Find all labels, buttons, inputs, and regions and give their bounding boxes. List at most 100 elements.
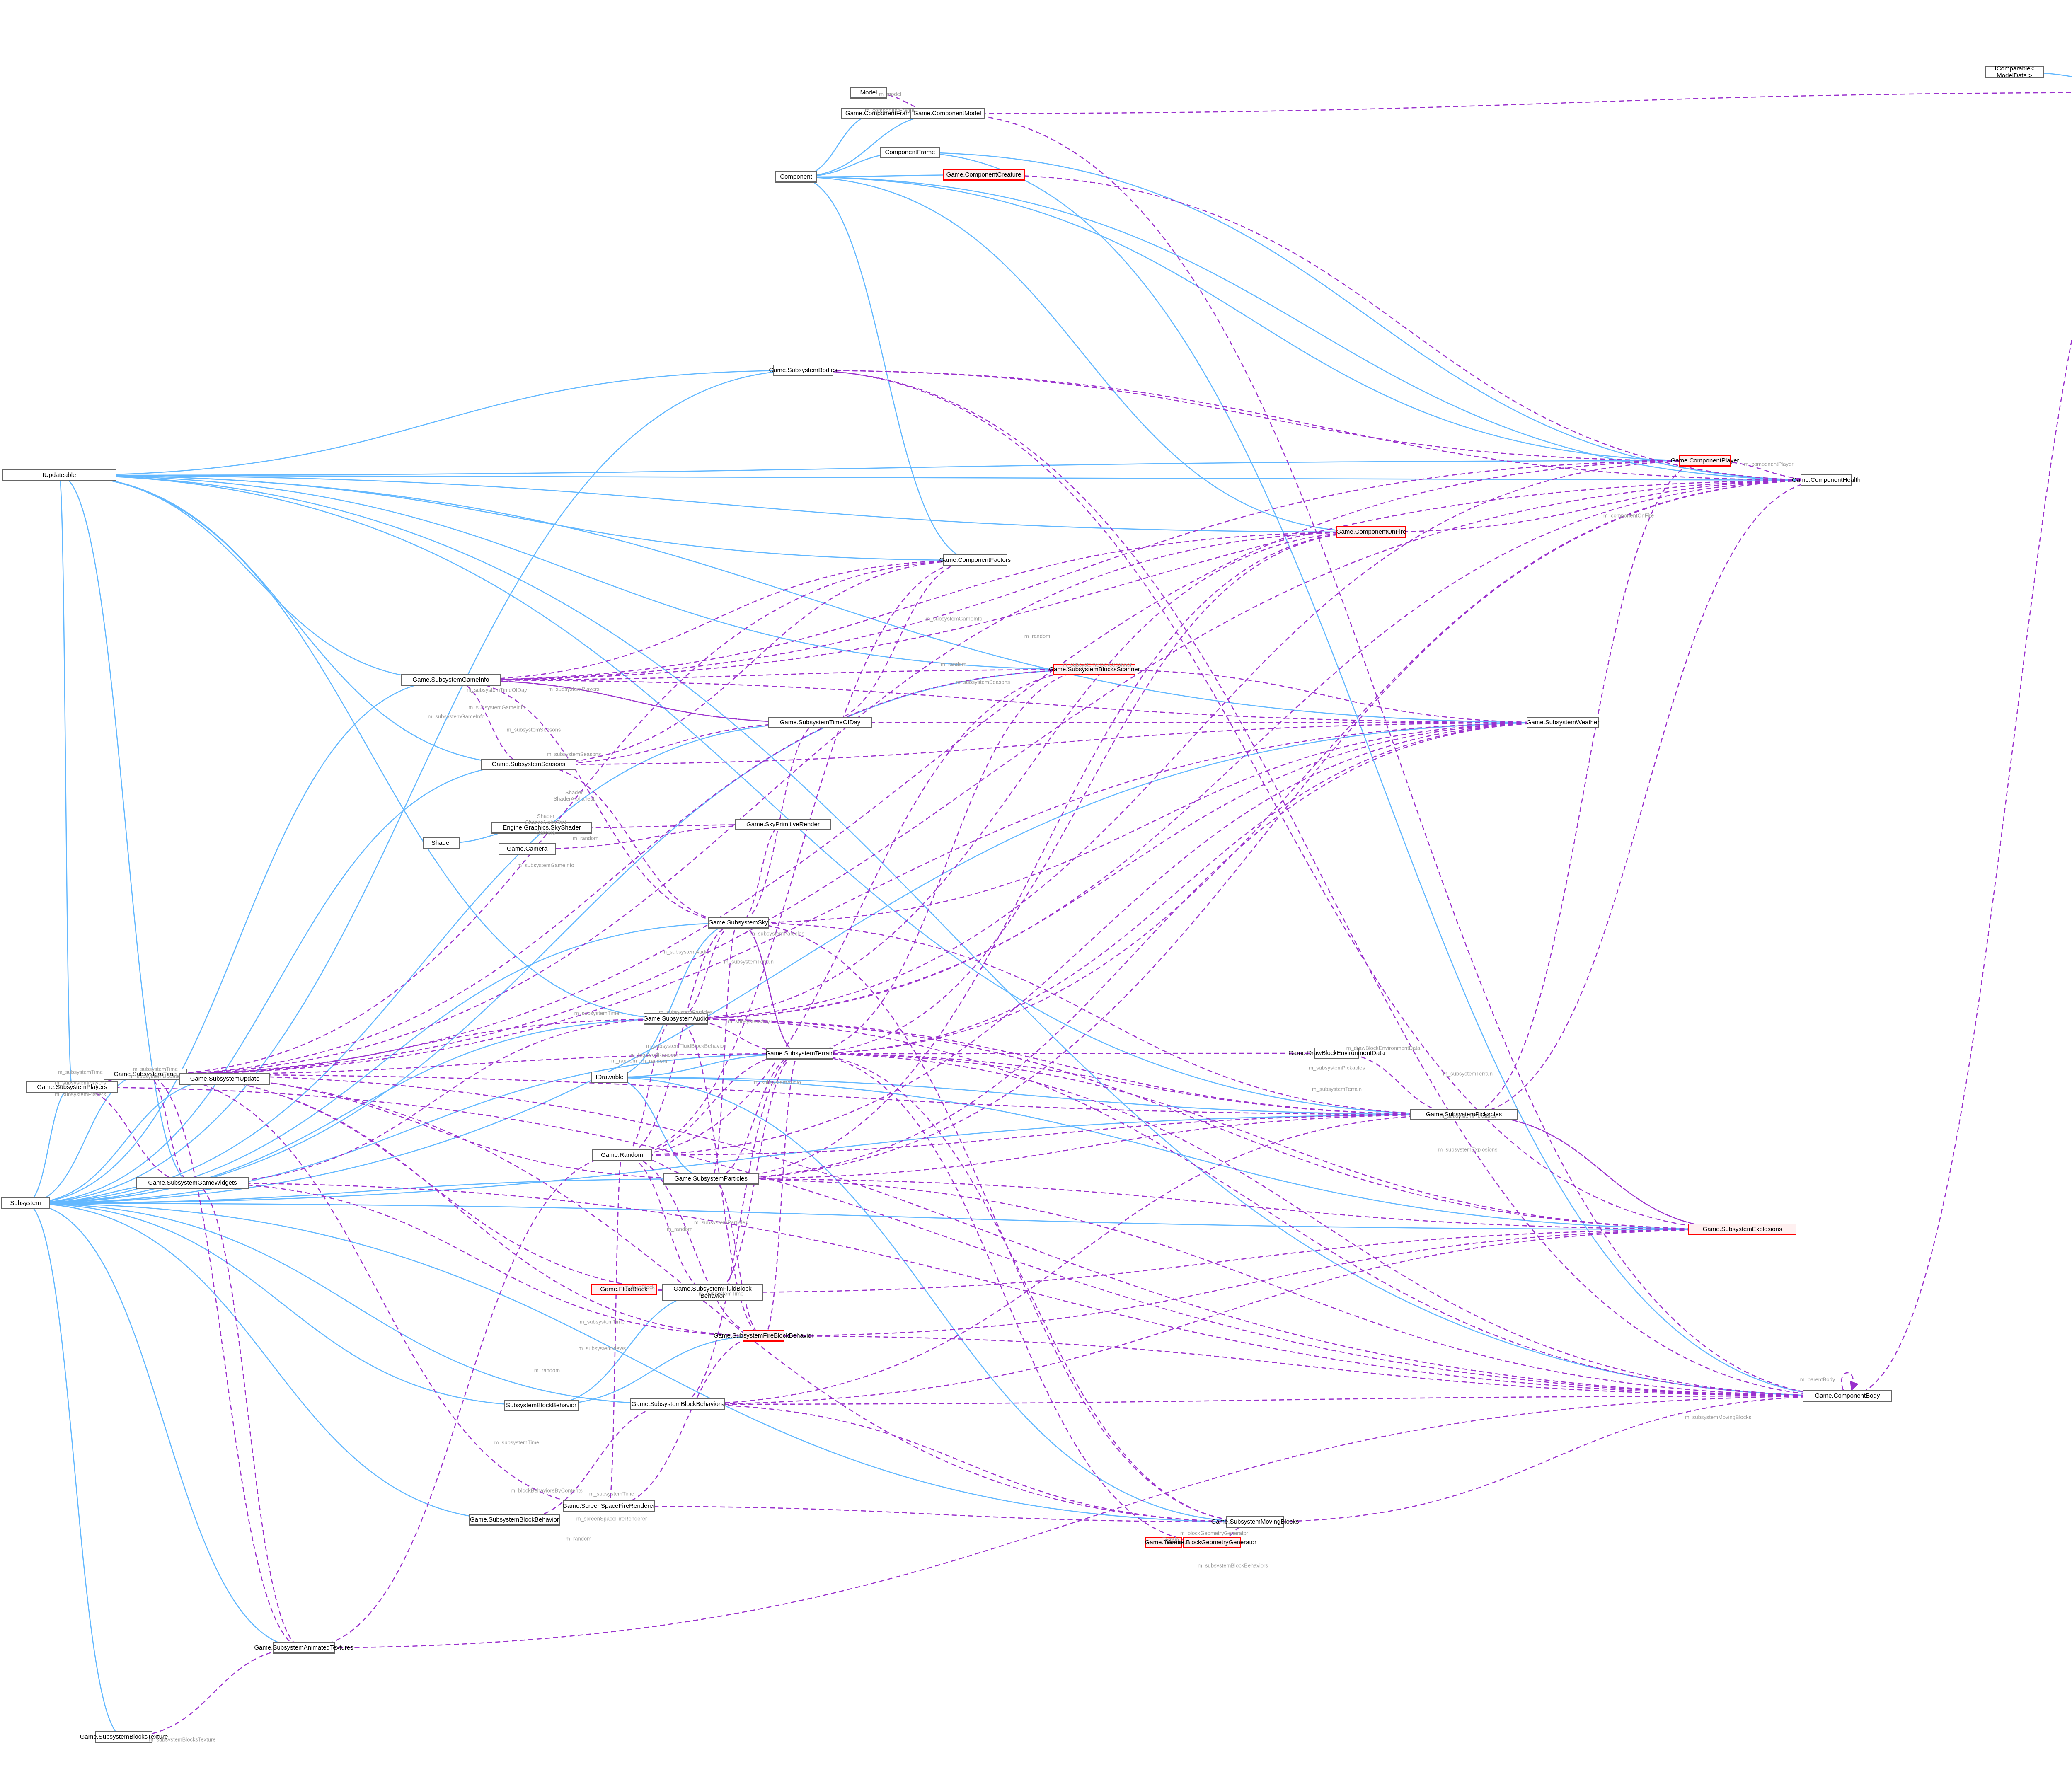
node-gcmodel[interactable]: Game.ComponentModel	[910, 108, 985, 119]
usage-edge	[144, 669, 1095, 1079]
node-conf[interactable]: Game.ComponentOnFire	[1336, 526, 1406, 538]
usage-edge	[621, 1053, 800, 1160]
edge-label: m_subsystemExplosions	[1438, 1146, 1498, 1153]
node-ssfire[interactable]: Game.ScreenSpaceFireRenderer	[562, 1500, 655, 1512]
node-sbbehs[interactable]: Game.SubsystemBlockBehaviors	[630, 1398, 725, 1410]
node-skyshader[interactable]: Engine.Graphics.SkyShader	[491, 822, 592, 834]
node-update[interactable]: Game.SubsystemUpdate	[179, 1073, 270, 1085]
edge-label: m_subsystemTime	[574, 1010, 620, 1016]
node-firebeh[interactable]: Game.SubsystemFireBlockBehavior	[714, 1330, 813, 1342]
node-timeofday[interactable]: Game.SubsystemTimeOfDay	[768, 717, 872, 728]
node-terrain[interactable]: Game.SubsystemTerrain	[765, 1048, 834, 1060]
usage-edge	[762, 1331, 1848, 1397]
usage-edge	[144, 1069, 1848, 1397]
node-drawenv[interactable]: Game.DrawBlockEnvironmentData	[1288, 1048, 1385, 1059]
usage-edge	[675, 460, 1705, 1024]
inheritance-edge	[24, 370, 804, 1208]
usage-edge	[191, 1178, 1848, 1397]
usage-edge	[144, 1069, 609, 1507]
node-fluidbeh[interactable]: Game.SubsystemFluidBlock Behavior	[662, 1284, 763, 1301]
node-model[interactable]: Model	[850, 87, 887, 99]
edge-label: m_subsystemPlayers	[55, 1091, 106, 1098]
usage-edge	[450, 479, 1827, 685]
node-time[interactable]: Game.SubsystemTime	[104, 1069, 187, 1080]
edge-label: Terrain	[1162, 1536, 1179, 1543]
inheritance-edge	[58, 470, 1563, 723]
node-sky[interactable]: Game.SubsystemSky	[708, 917, 769, 929]
usage-edge	[710, 1053, 800, 1184]
usage-edge	[528, 718, 821, 765]
node-bodies[interactable]: Game.SubsystemBodies	[769, 365, 838, 376]
node-blockgeom[interactable]: Game.BlockGeometryGenerator	[1167, 1537, 1256, 1548]
node-camera[interactable]: Game.Camera	[499, 843, 556, 855]
edge-label: m_fluidBlock	[624, 1284, 655, 1290]
inheritance-edge	[58, 470, 451, 681]
node-explosions[interactable]: Game.SubsystemExplosions	[1688, 1224, 1796, 1235]
node-fluidblock[interactable]: Game.FluidBlock	[591, 1284, 657, 1295]
node-audio[interactable]: Game.SubsystemAudio	[643, 1013, 709, 1025]
node-component[interactable]: Component	[775, 171, 817, 183]
inheritance-edge	[58, 470, 676, 1020]
usage-edge	[677, 1049, 801, 1405]
usage-edge	[710, 1174, 1743, 1230]
edge-label: m_subsystemFluidBlockBehavior	[646, 1043, 726, 1049]
usage-edge	[621, 1150, 764, 1337]
edge-label: m_subsystemParticles	[750, 930, 805, 937]
usage-edge	[946, 92, 2072, 119]
edge-label: m_subsystemSky	[728, 1018, 770, 1025]
node-gsbbeh[interactable]: Game.SubsystemBlockBehavior	[469, 1514, 560, 1526]
node-gameinfo[interactable]: Game.SubsystemGameInfo	[401, 674, 501, 686]
node-cfactors[interactable]: Game.ComponentFactors	[939, 554, 1011, 566]
usage-edge	[802, 365, 1848, 1397]
node-pickables[interactable]: Game.SubsystemPickables	[1410, 1109, 1518, 1120]
usage-edge	[608, 1335, 764, 1511]
usage-edge	[144, 1069, 193, 1184]
usage-edge	[675, 1014, 1848, 1397]
usage-edge	[621, 669, 1095, 1160]
usage-edge	[710, 922, 739, 1183]
node-iupdateable[interactable]: IUpdateable	[2, 469, 116, 481]
edge-label: m_subsystemParticles	[658, 1009, 713, 1016]
node-seasons[interactable]: Game.SubsystemSeasons	[481, 759, 576, 770]
node-componentframe[interactable]: ComponentFrame	[880, 147, 940, 158]
edge-label: Shader ShaderAlphaTest	[525, 813, 566, 825]
usage-edge	[738, 820, 784, 924]
usage-edge	[303, 1150, 623, 1649]
node-gterrain[interactable]: Game.Terrain	[1145, 1537, 1182, 1548]
usage-edge	[71, 1082, 1848, 1397]
node-subsystem[interactable]: Subsystem	[1, 1197, 50, 1209]
node-movingblocks[interactable]: Game.SubsystemMovingBlocks	[1211, 1516, 1299, 1528]
node-sbbeh[interactable]: SubsystemBlockBehavior	[504, 1400, 579, 1411]
node-cplayer[interactable]: Game.ComponentPlayer	[1670, 455, 1739, 467]
node-gcframe[interactable]: Game.ComponentFrame	[841, 108, 918, 119]
usage-edge	[1336, 1048, 1464, 1115]
edge-label: m_subsystemBlockBehaviors	[1198, 1562, 1268, 1569]
node-gamewidgets[interactable]: Game.SubsystemGameWidgets	[136, 1177, 249, 1189]
inheritance-edge	[608, 922, 738, 1082]
node-particles[interactable]: Game.SubsystemParticles	[663, 1173, 759, 1185]
node-cbody[interactable]: Game.ComponentBody	[1803, 1390, 1892, 1402]
node-icomparable[interactable]: IComparable< ModelData >	[1985, 65, 2044, 79]
usage-edge	[675, 531, 1372, 1024]
usage-edge	[710, 1174, 1848, 1397]
node-animtex[interactable]: Game.SubsystemAnimatedTextures	[254, 1642, 353, 1654]
inheritance-edge	[24, 1178, 711, 1208]
usage-edge	[528, 760, 738, 924]
node-gccreature[interactable]: Game.ComponentCreature	[943, 169, 1025, 181]
usage-edge	[144, 1069, 713, 1293]
usage-edge	[675, 922, 738, 1024]
usage-edge	[450, 675, 529, 765]
node-chealth[interactable]: Game.ComponentHealth	[1792, 474, 1861, 486]
inheritance-edge	[2013, 67, 2072, 77]
node-players[interactable]: Game.SubsystemPlayers	[26, 1081, 118, 1093]
node-shader[interactable]: Shader	[423, 837, 460, 849]
usage-edge	[710, 1174, 764, 1337]
node-blockstex[interactable]: Game.SubsystemBlocksTexture	[80, 1731, 168, 1743]
node-idrawable[interactable]: IDrawable	[591, 1072, 628, 1083]
edge-label: m_subsystemSeasons	[956, 679, 1010, 685]
node-random[interactable]: Game.Random	[592, 1149, 652, 1161]
inheritance-edge	[24, 1198, 304, 1649]
node-skyprim[interactable]: Game.SkyPrimitiveRender	[735, 819, 831, 830]
node-scanner[interactable]: Game.SubsystemBlocksScanner	[1049, 664, 1140, 675]
node-weather[interactable]: Game.SubsystemWeather	[1527, 717, 1599, 728]
